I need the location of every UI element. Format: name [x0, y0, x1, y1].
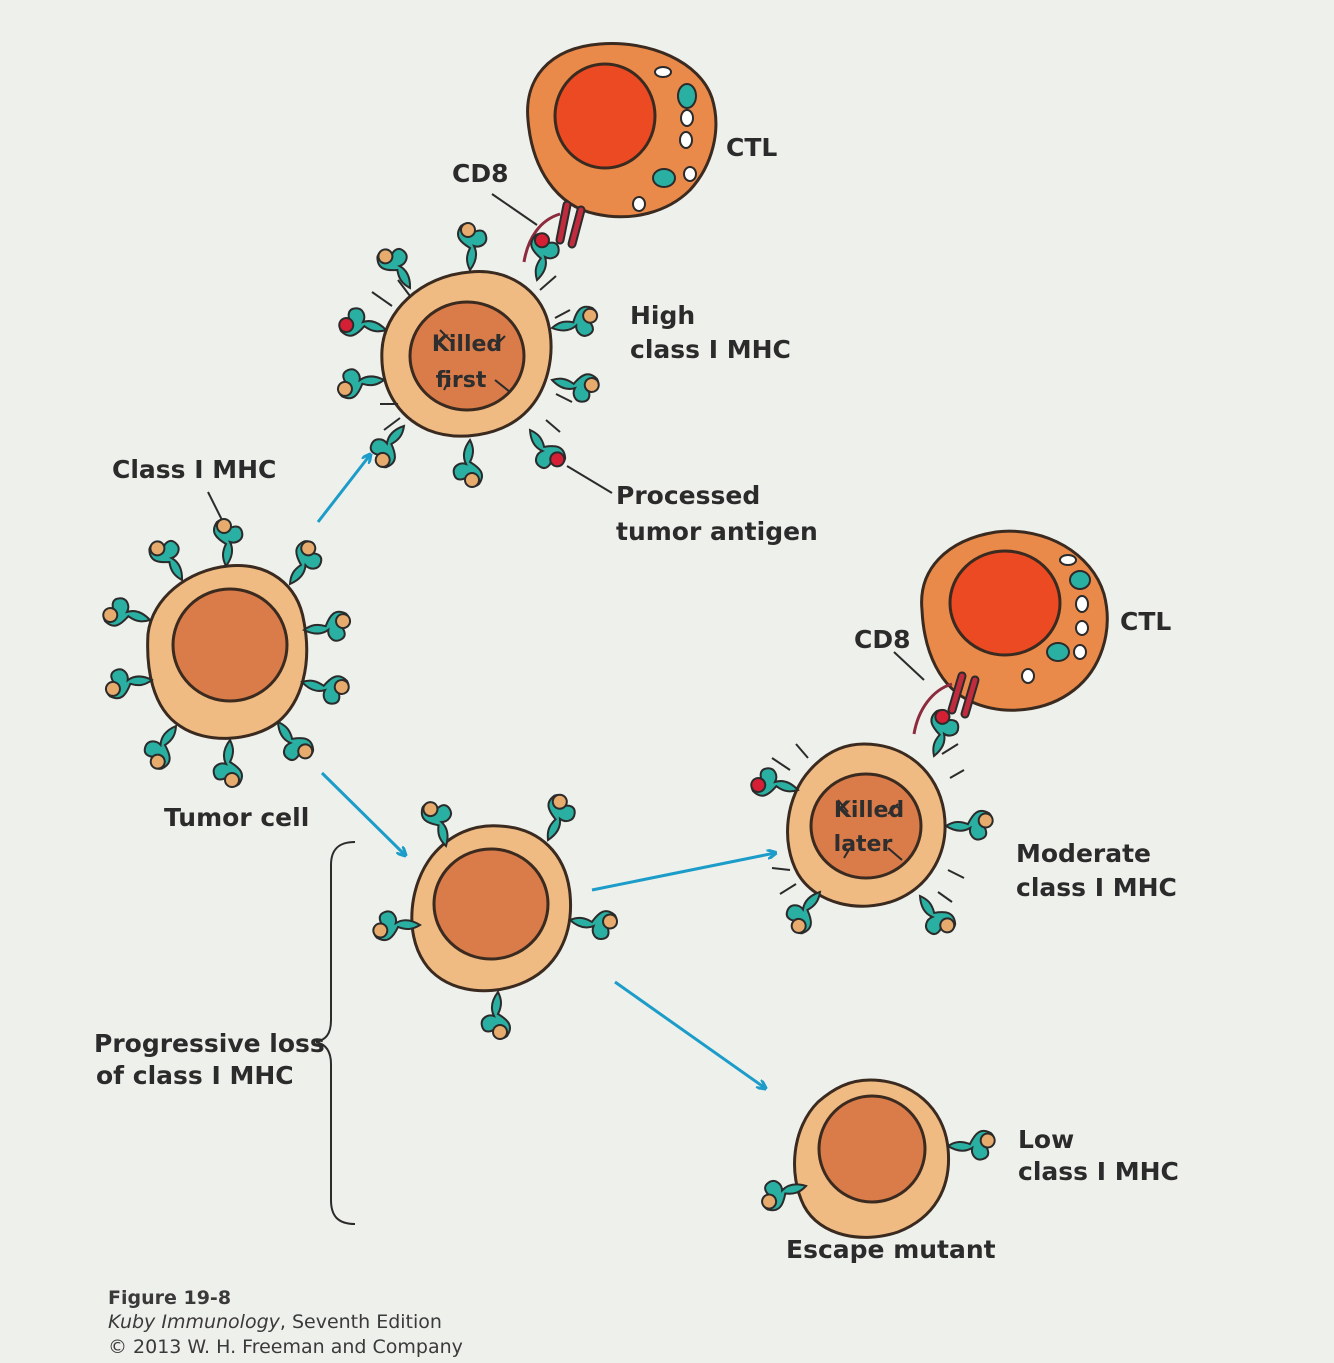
escape-mutant-label: Escape mutant: [786, 1235, 996, 1264]
book-edition: , Seventh Edition: [279, 1311, 442, 1333]
high-label-line2: class I MHC: [630, 335, 791, 364]
arrow-to-escape: [614, 980, 765, 1088]
low-label-line2: class I MHC: [1018, 1157, 1179, 1186]
ctl-top: [522, 42, 718, 263]
processed-antigen-line1: Processed: [616, 481, 761, 510]
ctl-right: [912, 529, 1109, 735]
killed-first-line1: Killed: [431, 332, 503, 357]
arrow-to-moderate: [591, 853, 775, 892]
killed-first-line2: first: [435, 368, 487, 393]
tumor-cell-label: Tumor cell: [164, 803, 310, 832]
ctl-label-right: CTL: [1120, 607, 1172, 636]
figure-number: Figure 19-8: [108, 1287, 232, 1309]
arrow-to-intermediate: [320, 771, 405, 855]
book-credit: Kuby Immunology, Seventh Edition: [108, 1310, 442, 1335]
cd8-label-top: CD8: [452, 159, 509, 188]
moderate-label-line2: class I MHC: [1016, 873, 1177, 902]
ctl-label-top: CTL: [726, 133, 778, 162]
cd8-label-right: CD8: [854, 625, 911, 654]
tumor-cell-moderate-mhc: [748, 706, 996, 944]
copyright: © 2013 W. H. Freeman and Company: [108, 1336, 463, 1358]
progressive-loss-line1: Progressive loss: [94, 1029, 325, 1058]
arrows: [316, 455, 775, 1088]
processed-antigen-line2: tumor antigen: [616, 517, 818, 546]
tumor-cell-intermediate: [370, 790, 619, 1040]
book-title: Kuby Immunology: [108, 1311, 280, 1333]
escape-mutant-cell: [755, 1078, 998, 1239]
killed-later-line2: later: [833, 832, 893, 857]
progressive-loss-line2: of class I MHC: [96, 1061, 294, 1090]
arrow-to-high: [316, 455, 370, 523]
moderate-label-line1: Moderate: [1016, 839, 1152, 868]
progressive-bracket: [315, 841, 356, 1225]
pointer-lines: [207, 193, 925, 681]
tumor-cell-original: [100, 518, 355, 788]
low-label-line1: Low: [1018, 1125, 1075, 1154]
tumor-cell-high-mhc: [333, 222, 603, 488]
class-i-mhc-label: Class I MHC: [112, 455, 277, 484]
killed-later-line1: Killed: [833, 798, 905, 823]
high-label-line1: High: [630, 301, 696, 330]
